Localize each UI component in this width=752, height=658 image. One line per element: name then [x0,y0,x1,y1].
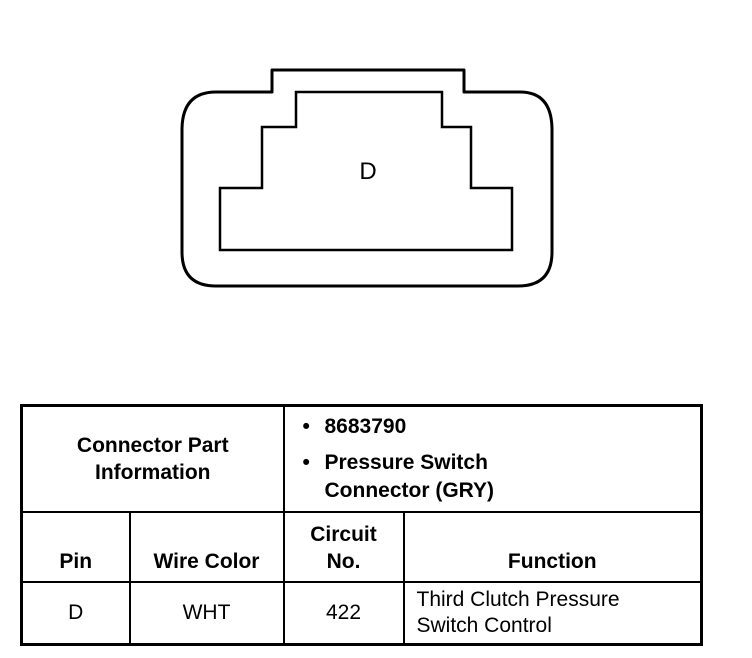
table-row: D WHT 422 Third Clutch Pressure Switch C… [20,581,703,646]
connector-info-table: Connector Part Information 8683790 Press… [20,404,703,646]
part-info-label-cell: Connector Part Information [20,404,285,513]
column-header-wire-color: Wire Color [128,511,285,583]
column-header-circuit-line2: No. [326,550,361,573]
row-function: Third Clutch Pressure Switch Control [402,581,703,646]
part-name: Pressure Switch Connector (GRY) [303,449,701,505]
connector-diagram [180,68,554,288]
row-circuit: 422 [282,581,405,646]
cavity-pin-label: D [359,158,377,185]
column-header-pin: Pin [20,511,131,583]
part-info-label-line1: Connector Part [76,434,229,457]
terminal-cavity-outline [218,90,514,252]
part-info-value-cell: 8683790 Pressure Switch Connector (GRY) [282,404,703,513]
row-pin: D [20,581,131,646]
connector-housing-outline [180,68,554,288]
column-header-circuit: Circuit No. [282,511,405,583]
row-function-line1: Third Clutch Pressure [416,588,620,611]
row-wire-color: WHT [128,581,285,646]
column-header-circuit-line1: Circuit [310,523,377,546]
part-number: 8683790 [303,413,701,441]
row-function-line2: Switch Control [416,614,552,637]
part-info-label-line2: Information [95,461,211,484]
column-header-row: Pin Wire Color Circuit No. Function [20,511,703,583]
column-header-function: Function [402,511,703,583]
part-name-line2: Connector (GRY) [324,479,495,502]
part-info-list: 8683790 Pressure Switch Connector (GRY) [285,413,701,511]
part-name-line1: Pressure Switch [324,451,488,474]
table-header-row: Connector Part Information 8683790 Press… [20,404,703,513]
